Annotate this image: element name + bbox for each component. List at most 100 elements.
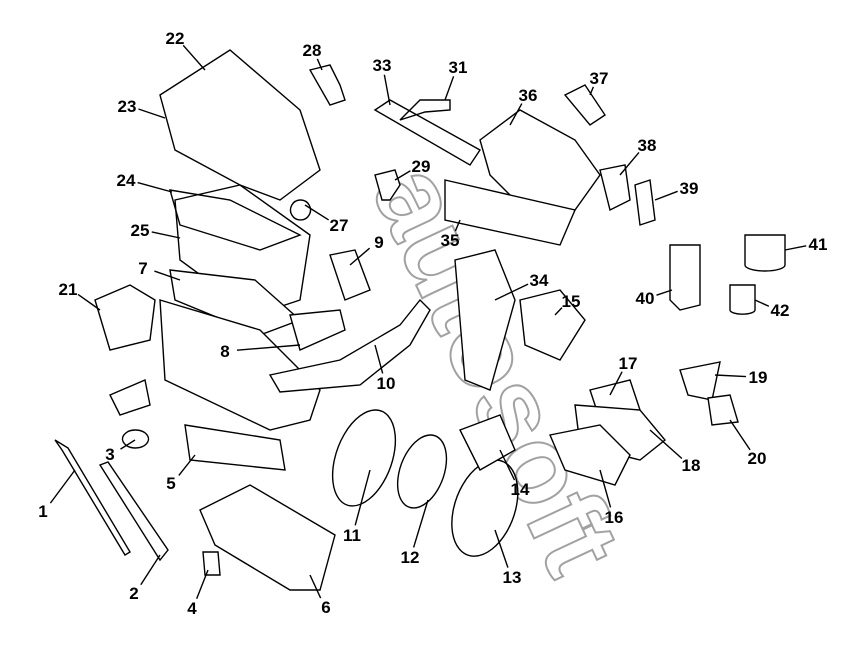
leader-line-33 <box>383 74 391 106</box>
coolant-outlet <box>599 164 631 212</box>
flywheel <box>331 409 397 507</box>
leader-line-39 <box>654 190 678 201</box>
fuel-filter <box>669 244 701 311</box>
callout-11: 11 <box>343 526 361 545</box>
coolant-hose-fitting <box>634 179 656 226</box>
main-bearing-ladder <box>184 424 286 471</box>
callout-25: 25 <box>131 221 150 240</box>
callout-12: 12 <box>401 548 420 567</box>
leader-line-21 <box>77 293 101 311</box>
leader-line-15 <box>554 307 563 316</box>
engine-mount-20 <box>707 394 739 426</box>
callout-27: 27 <box>330 216 349 235</box>
callout-31: 31 <box>449 58 468 77</box>
dipstick-tube <box>98 461 169 562</box>
oil-pump <box>94 284 156 351</box>
leader-line-3 <box>120 439 136 450</box>
callout-15: 15 <box>562 292 581 311</box>
callout-1: 1 <box>38 502 47 521</box>
callout-20: 20 <box>748 449 767 468</box>
callout-36: 36 <box>519 86 538 105</box>
ac-compressor <box>549 424 631 486</box>
leader-line-38 <box>619 151 640 176</box>
leader-line-29 <box>394 170 411 181</box>
oil-pan <box>199 484 336 591</box>
callout-16: 16 <box>605 508 624 527</box>
parts <box>54 49 786 591</box>
leader-line-16 <box>599 469 612 508</box>
callout-33: 33 <box>373 56 392 75</box>
leader-line-42 <box>754 299 770 307</box>
callout-14: 14 <box>511 480 530 499</box>
leader-line-1 <box>49 469 76 504</box>
intake-gasket <box>444 179 576 246</box>
timing-belt-tensioner <box>289 199 312 221</box>
leader-line-37 <box>589 86 595 96</box>
callout-28: 28 <box>303 41 322 60</box>
heat-shield <box>454 249 516 391</box>
callout-42: 42 <box>771 301 790 320</box>
exhaust-manifold <box>289 309 346 351</box>
injector <box>374 169 401 201</box>
callout-41: 41 <box>809 235 828 254</box>
leader-line-25 <box>151 231 181 239</box>
leader-line-14 <box>499 449 516 481</box>
fuel-rail <box>373 99 482 166</box>
leader-line-8 <box>236 344 301 351</box>
leader-line-40 <box>656 289 673 296</box>
callout-9: 9 <box>374 233 383 252</box>
head-gasket <box>169 269 302 336</box>
leader-line-9 <box>349 247 371 266</box>
leader-line-23 <box>138 108 166 119</box>
leader-line-17 <box>609 371 623 396</box>
callout-24: 24 <box>117 171 136 190</box>
leader-line-13 <box>494 529 509 568</box>
callout-23: 23 <box>118 97 137 116</box>
callout-2: 2 <box>129 584 138 603</box>
engine-mount-19 <box>679 361 721 401</box>
cam-cover-gasket <box>169 189 302 251</box>
callout-13: 13 <box>503 568 522 587</box>
leader-line-7 <box>154 270 181 281</box>
leader-line-22 <box>182 44 206 71</box>
callout-40: 40 <box>636 289 655 308</box>
throttle-body <box>519 289 586 361</box>
thermostat-housing <box>308 64 346 106</box>
fuel-line <box>399 99 451 121</box>
leader-line-41 <box>784 245 807 251</box>
callout-4: 4 <box>187 599 197 618</box>
callout-21: 21 <box>59 280 78 299</box>
leader-line-36 <box>509 103 523 126</box>
callout-17: 17 <box>619 354 638 373</box>
callout-29: 29 <box>412 157 431 176</box>
leader-line-20 <box>729 419 751 451</box>
callout-18: 18 <box>682 456 701 475</box>
callout-39: 39 <box>680 179 699 198</box>
leader-line-19 <box>714 374 747 378</box>
callout-35: 35 <box>441 231 460 250</box>
callout-34: 34 <box>530 271 549 290</box>
leader-line-28 <box>316 58 323 71</box>
callout-22: 22 <box>166 29 185 48</box>
callout-37: 37 <box>590 69 609 88</box>
leader-line-2 <box>140 554 161 586</box>
callout-3: 3 <box>105 445 114 464</box>
leader-line-18 <box>649 429 683 460</box>
leader-lines <box>49 44 807 600</box>
leader-line-24 <box>137 181 173 193</box>
cylinder-head <box>174 184 311 316</box>
idle-valve <box>563 84 606 126</box>
engine-cover <box>159 49 321 201</box>
oil-filter <box>729 284 756 315</box>
leader-line-11 <box>354 469 371 526</box>
dipstick <box>54 439 131 556</box>
callout-19: 19 <box>749 368 768 387</box>
callout-38: 38 <box>638 136 657 155</box>
clutch-disc <box>396 434 448 509</box>
leader-line-4 <box>196 569 209 600</box>
drain-plug-bracket <box>202 551 221 576</box>
pressure-plate <box>451 459 519 557</box>
intake-manifold <box>479 109 601 211</box>
leader-line-35 <box>454 219 461 232</box>
